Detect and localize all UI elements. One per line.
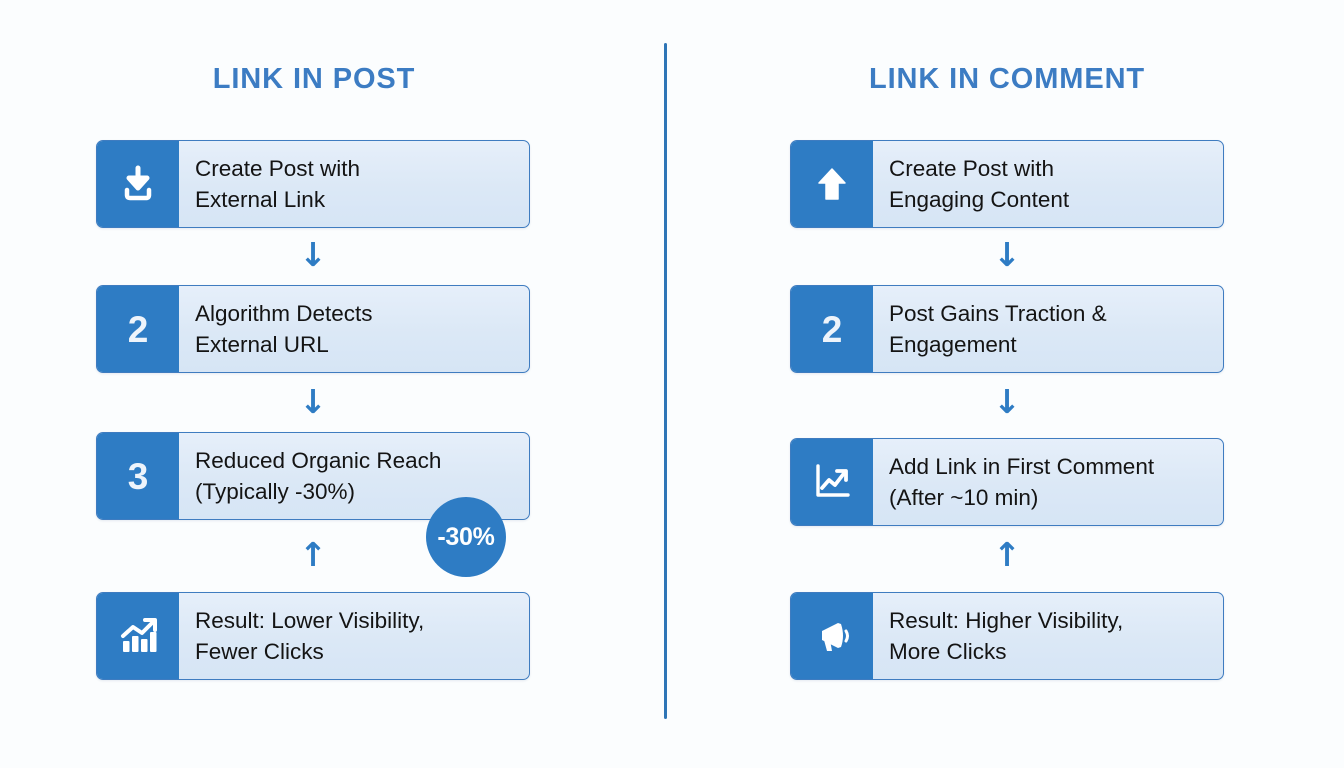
step-card-left-3[interactable]: 3 Reduced Organic Reach (Typically -30%) (96, 432, 530, 520)
step-line-1: Post Gains Traction & (889, 300, 1107, 326)
step-icon-panel (791, 439, 873, 525)
step-number-badge: 2 (821, 308, 843, 350)
connector-up-arrow: ↑ (299, 535, 327, 574)
up-arrow-icon (812, 164, 852, 204)
step-line-2: (After ~10 min) (889, 485, 1039, 510)
connector-down-arrow: ↓ (299, 382, 327, 421)
megaphone-icon (811, 615, 853, 657)
column-divider (664, 43, 667, 719)
connector-down-arrow: ↓ (993, 235, 1021, 274)
step-line-2: Engaging Content (889, 187, 1070, 212)
step-line-1: Reduced Organic Reach (195, 447, 442, 473)
line-chart-up-icon (811, 461, 853, 503)
step-card-left-2[interactable]: 2 Algorithm Detects External URL (96, 285, 530, 373)
connector-up-arrow: ↑ (993, 535, 1021, 574)
download-icon (118, 164, 158, 204)
step-card-left-1[interactable]: Create Post with External Link (96, 140, 530, 228)
step-icon-panel: 2 (791, 286, 873, 372)
step-card-right-1[interactable]: Create Post with Engaging Content (790, 140, 1224, 228)
step-text: Create Post with Engaging Content (873, 141, 1223, 227)
step-icon-panel (97, 593, 179, 679)
step-text: Reduced Organic Reach (Typically -30%) (179, 433, 529, 519)
step-line-2: External URL (195, 332, 329, 357)
step-line-2: Engagement (889, 332, 1017, 357)
step-text: Add Link in First Comment (After ~10 min… (873, 439, 1223, 525)
step-card-right-2[interactable]: 2 Post Gains Traction & Engagement (790, 285, 1224, 373)
step-icon-panel: 2 (97, 286, 179, 372)
step-icon-panel (791, 593, 873, 679)
column-link-in-comment: LINK IN COMMENT Create Post with Engagin… (790, 0, 1224, 768)
bar-chart-up-icon (117, 615, 159, 657)
step-text: Result: Lower Visibility, Fewer Clicks (179, 593, 529, 679)
connector-down-arrow: ↓ (299, 235, 327, 274)
step-line-2: External Link (195, 187, 326, 212)
step-line-2: (Typically -30%) (195, 479, 356, 504)
percentage-badge: -30% (426, 497, 506, 577)
step-line-1: Create Post with (195, 155, 361, 181)
column-link-in-post: LINK IN POST Create Post with External L… (96, 0, 532, 768)
step-line-1: Add Link in First Comment (889, 453, 1155, 479)
step-line-2: Fewer Clicks (195, 639, 324, 664)
step-text: Post Gains Traction & Engagement (873, 286, 1223, 372)
step-text: Result: Higher Visibility, More Clicks (873, 593, 1223, 679)
column-title-left: LINK IN POST (212, 63, 416, 95)
connector-down-arrow: ↓ (993, 382, 1021, 421)
step-icon-panel (97, 141, 179, 227)
step-number-badge: 3 (127, 455, 149, 497)
step-line-1: Result: Higher Visibility, (889, 607, 1124, 633)
step-line-1: Algorithm Detects (195, 300, 373, 326)
step-line-2: More Clicks (889, 639, 1007, 664)
step-icon-panel: 3 (97, 433, 179, 519)
step-line-1: Result: Lower Visibility, (195, 607, 425, 633)
step-card-left-4[interactable]: Result: Lower Visibility, Fewer Clicks (96, 592, 530, 680)
step-card-right-3[interactable]: Add Link in First Comment (After ~10 min… (790, 438, 1224, 526)
step-text: Algorithm Detects External URL (179, 286, 529, 372)
column-title-right: LINK IN COMMENT (868, 63, 1146, 95)
step-number-badge: 2 (127, 308, 149, 350)
step-line-1: Create Post with (889, 155, 1055, 181)
step-card-right-4[interactable]: Result: Higher Visibility, More Clicks (790, 592, 1224, 680)
step-text: Create Post with External Link (179, 141, 529, 227)
step-icon-panel (791, 141, 873, 227)
